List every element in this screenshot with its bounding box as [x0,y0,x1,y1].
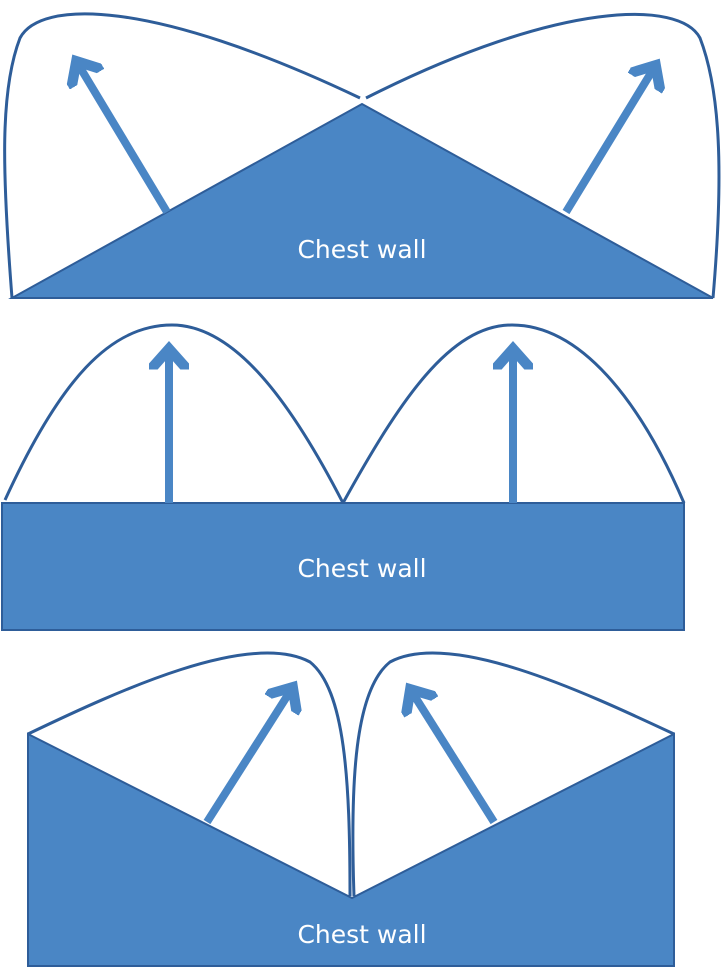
panel-3-left-lobe [27,651,352,897]
panel-1-left-arrow [78,64,171,215]
panel-3-left-arrow [203,690,291,825]
panel-2: Chest wall [1,323,686,631]
panel-1-chest-wall [8,102,714,299]
panel-2-right-lobe [341,323,686,504]
panel-2-label: Chest wall [297,554,426,583]
panel-3-chest-wall [27,732,675,967]
panel-2-left-lobe [3,323,345,504]
panel-3: Chest wall [27,651,675,967]
panel-3-right-lobe [351,651,675,897]
panel-1-label: Chest wall [297,235,426,264]
panel-2-chest-wall [1,502,685,631]
panel-1-right-lobe [365,12,721,299]
panel-1: Chest wall [3,12,721,299]
panel-3-right-arrow [412,692,498,825]
panel-1-right-arrow [562,68,654,215]
panel-3-label: Chest wall [297,920,426,949]
panel-1-left-lobe [3,12,361,299]
